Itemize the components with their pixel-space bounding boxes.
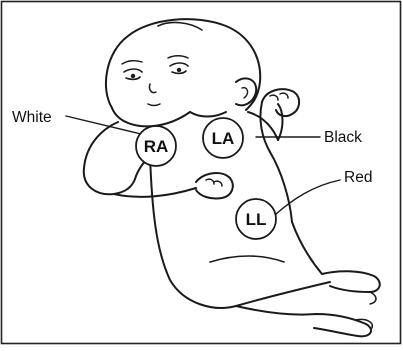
black-wire-label: Black — [324, 129, 362, 146]
white-wire-label: White — [12, 109, 52, 126]
red-wire-label: Red — [344, 169, 372, 186]
electrode-ra: RA — [136, 126, 176, 166]
electrode-la: LA — [203, 118, 243, 158]
electrode-la-label: LA — [212, 129, 235, 148]
electrode-ra-label: RA — [144, 137, 169, 156]
figure-frame — [2, 2, 401, 344]
electrode-ll: LL — [236, 199, 276, 239]
electrode-ll-label: LL — [246, 210, 267, 229]
